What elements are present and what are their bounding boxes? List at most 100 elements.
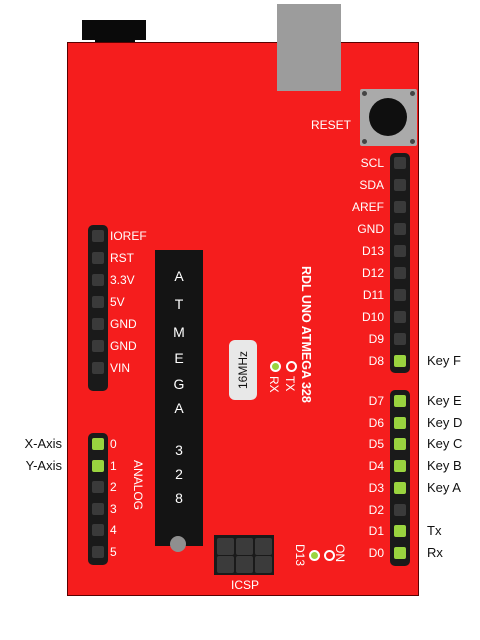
digital-pin-label: D6	[368, 415, 384, 430]
icsp-pin	[236, 538, 253, 555]
digital-header-low	[390, 390, 410, 566]
power-pin[interactable]	[92, 296, 104, 308]
digital-pin-label: D5	[368, 437, 384, 452]
icsp-header	[214, 535, 274, 575]
digital-pin-label: D13	[361, 244, 384, 258]
power-pin-label: RST	[110, 251, 134, 265]
power-pin[interactable]	[92, 230, 104, 242]
digital-pin[interactable]	[394, 267, 406, 279]
icsp-pin	[217, 538, 234, 555]
analog-pin[interactable]	[92, 524, 104, 536]
digital-pin-label: D11	[362, 288, 384, 302]
icsp-pin	[255, 556, 272, 573]
chip-letter: 2	[175, 466, 183, 482]
power-pin-label: 5V	[110, 295, 125, 309]
analog-pin[interactable]	[92, 545, 104, 558]
power-pin[interactable]	[92, 318, 104, 330]
reset-screw-icon	[362, 139, 367, 144]
digital-pin[interactable]	[394, 223, 406, 235]
reset-button-cap[interactable]	[369, 98, 407, 136]
digital-pin-label: D12	[361, 266, 384, 280]
analog-pin-label: 2	[110, 480, 117, 494]
icsp-pin	[217, 556, 234, 573]
tx-led-label: TX	[283, 376, 297, 392]
digital-pin-label: D8	[368, 354, 384, 368]
rx-led	[270, 361, 281, 372]
power-pin[interactable]	[92, 362, 104, 374]
rx-led-label: RX	[267, 376, 281, 393]
crystal: 16MHz	[229, 340, 257, 400]
digital-pin[interactable]	[394, 333, 406, 345]
digital-external-label: Key B	[427, 458, 462, 474]
chip-letter: 8	[175, 490, 183, 506]
digital-pin[interactable]	[394, 525, 406, 538]
digital-external-label: Key E	[427, 393, 462, 408]
icsp-label: ICSP	[231, 578, 260, 592]
chip-letter: A	[174, 400, 184, 416]
digital-pin-label: D2	[368, 502, 384, 517]
digital-external-label: Key D	[427, 414, 463, 430]
digital-pin[interactable]	[394, 201, 406, 213]
reset-screw-icon	[410, 91, 415, 96]
analog-label: ANALOG	[131, 460, 145, 511]
power-pin[interactable]	[92, 340, 104, 352]
digital-pin[interactable]	[394, 546, 406, 559]
digital-pin-label: D1	[368, 524, 384, 539]
digital-pin[interactable]	[394, 245, 406, 257]
atmega-chip	[155, 250, 203, 546]
usb-connector	[277, 4, 341, 91]
analog-pin-label: 3	[110, 501, 117, 516]
analog-pin-label: 1	[110, 458, 117, 473]
digital-pin[interactable]	[394, 355, 406, 367]
digital-external-label: Rx	[427, 544, 443, 560]
analog-external-label: X-Axis	[24, 436, 62, 451]
d13-led-label: D13	[293, 544, 307, 567]
digital-external-label: Tx	[427, 523, 442, 539]
digital-pin-label: D3	[368, 480, 384, 495]
chip-notch	[170, 536, 186, 552]
digital-pin-label: D9	[368, 332, 384, 346]
digital-pin-label: D7	[368, 394, 384, 408]
analog-pin-label: 5	[110, 544, 117, 559]
digital-pin[interactable]	[394, 179, 406, 191]
crystal-label: 16MHz	[236, 350, 250, 390]
digital-pin[interactable]	[394, 503, 406, 516]
power-pin-label: GND	[110, 317, 137, 331]
digital-external-label: Key A	[427, 479, 461, 495]
digital-pin-label: SCL	[360, 156, 384, 170]
digital-pin-label: SDA	[359, 178, 384, 192]
digital-pin-label: AREF	[351, 200, 384, 214]
chip-letter: A	[174, 268, 184, 284]
chip-letter: G	[173, 376, 185, 392]
analog-pin[interactable]	[92, 481, 104, 493]
digital-pin[interactable]	[394, 395, 406, 407]
power-pin-label: VIN	[110, 361, 131, 375]
digital-pin[interactable]	[394, 481, 406, 494]
digital-pin-label: D10	[361, 310, 384, 324]
analog-pin[interactable]	[92, 459, 104, 472]
icsp-pin	[255, 538, 272, 555]
digital-pin[interactable]	[394, 311, 406, 323]
analog-pin[interactable]	[92, 502, 104, 515]
digital-pin[interactable]	[394, 438, 406, 451]
digital-external-label: Key F	[427, 353, 461, 368]
analog-external-label: Y-Axis	[25, 457, 62, 473]
analog-pin[interactable]	[92, 438, 104, 450]
power-pin[interactable]	[92, 252, 104, 264]
digital-pin-label: GND	[357, 222, 384, 236]
tx-led	[286, 361, 297, 372]
power-pin[interactable]	[92, 274, 104, 286]
chip-letter: T	[174, 296, 184, 312]
reset-label: RESET	[311, 118, 352, 132]
digital-pin[interactable]	[394, 460, 406, 473]
digital-pin[interactable]	[394, 416, 406, 429]
reset-screw-icon	[410, 139, 415, 144]
digital-pin-label: D0	[368, 545, 384, 560]
digital-pin[interactable]	[394, 289, 406, 301]
power-pin-label: IOREF	[110, 229, 147, 243]
chip-letter: E	[174, 350, 184, 366]
on-led-label: ON	[333, 544, 347, 562]
digital-pin[interactable]	[394, 157, 406, 169]
analog-pin-label: 0	[110, 437, 117, 451]
chip-letter: M	[173, 324, 185, 340]
